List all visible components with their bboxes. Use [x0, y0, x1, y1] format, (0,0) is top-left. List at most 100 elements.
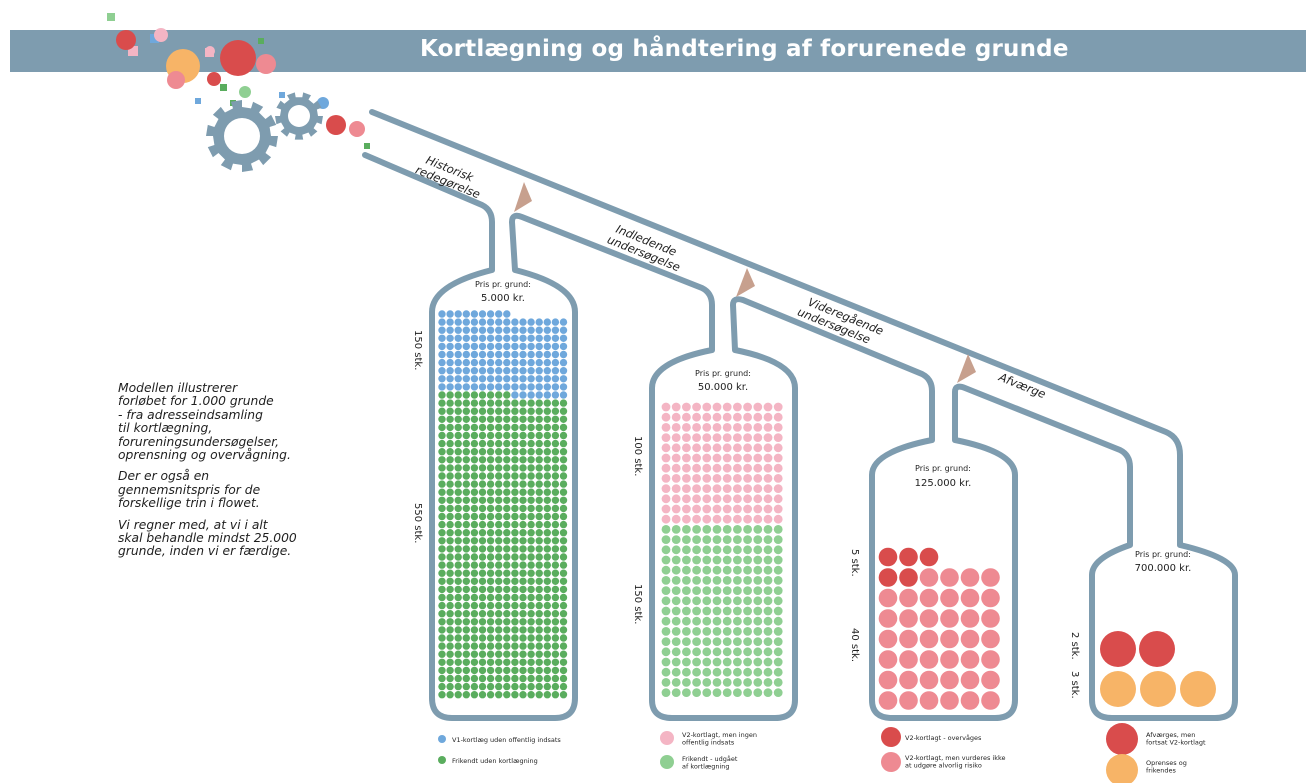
v1-dot	[519, 350, 527, 359]
udgaaet-dot	[682, 576, 691, 585]
udgaaet-dot	[753, 576, 763, 585]
frikendt-dot	[511, 448, 519, 456]
frikendt-dot	[486, 658, 495, 666]
legend-label-line: offentlig indsats	[682, 739, 735, 747]
frikendt-dot	[486, 634, 495, 642]
v1-dot	[470, 383, 479, 391]
v1-dot	[511, 350, 519, 359]
ikke-risiko-dot	[960, 629, 980, 649]
frikendt-dot	[438, 682, 446, 691]
frikendt-dot	[543, 520, 551, 529]
frikendt-dot	[462, 682, 470, 691]
udgaaet-dot	[773, 688, 783, 697]
frikendt-dot	[454, 448, 462, 456]
frikendt-dot	[559, 642, 568, 650]
v1-dot	[543, 326, 551, 334]
udgaaet-dot	[743, 637, 752, 646]
frikendt-dot	[438, 601, 446, 610]
frikendt-dot	[438, 569, 446, 577]
frikendt-dot	[462, 464, 470, 472]
frikendt-dot	[438, 593, 446, 602]
gear-hole	[288, 105, 310, 127]
frikendt-dot	[470, 585, 479, 594]
frikendt-dot	[454, 691, 462, 699]
udgaaet-dot	[733, 667, 742, 677]
v2-dot	[682, 402, 691, 412]
v2-dot	[722, 443, 732, 453]
v2-dot	[733, 402, 742, 412]
frikendt-dot	[462, 456, 470, 464]
frikendt-dot	[438, 691, 446, 699]
udgaaet-dot	[712, 586, 722, 595]
legend-swatch	[1106, 754, 1138, 783]
frikendt-dot	[559, 610, 568, 618]
udgaaet-dot	[682, 688, 691, 697]
frikendt-dot	[486, 431, 495, 440]
frikendt-dot	[446, 682, 454, 691]
udgaaet-dot	[692, 535, 701, 544]
frikendt-dot	[478, 610, 487, 618]
frikendt-dot	[535, 682, 543, 691]
v2-dot	[763, 484, 773, 493]
overvaages-dot	[899, 568, 918, 587]
bottle-2	[649, 304, 798, 721]
frikendt-dot	[470, 431, 479, 440]
frikendt-dot	[559, 415, 568, 423]
frikendt-dot	[486, 472, 495, 480]
frikendt-dot	[559, 423, 568, 432]
frikendt-dot	[454, 674, 462, 683]
frikendt-dot	[478, 415, 487, 423]
udgaaet-dot	[692, 565, 701, 575]
v1-dot	[486, 326, 495, 334]
bottle-4-dots	[1100, 631, 1216, 707]
frikendt-dot	[486, 553, 495, 561]
frikendt-dot	[478, 431, 487, 440]
frikendt-dot	[478, 666, 487, 675]
udgaaet-dot	[682, 565, 691, 575]
udgaaet-dot	[733, 525, 742, 534]
udgaaet-dot	[773, 545, 783, 555]
frikendt-dot	[486, 407, 495, 415]
v1-dot	[438, 334, 446, 342]
price-value: 700.000 kr.	[1135, 563, 1192, 574]
v1-dot	[511, 326, 519, 334]
frikendt-dot	[535, 666, 543, 675]
udgaaet-dot	[661, 565, 671, 575]
frikendt-dot	[438, 634, 446, 642]
frikendt-dot	[446, 407, 454, 415]
v2-dot	[692, 514, 701, 524]
frikendt-dot	[559, 674, 568, 683]
frikendt-dot	[495, 464, 503, 472]
frikendt-dot	[486, 577, 495, 585]
v2-dot	[753, 423, 763, 432]
frikendt-dot	[470, 626, 479, 634]
v1-dot	[438, 350, 446, 359]
ikke-risiko-dot	[919, 670, 939, 690]
frikendt-dot	[446, 439, 454, 448]
frikendt-dot	[495, 512, 503, 521]
ikke-risiko-dot	[899, 670, 918, 690]
v1-dot	[470, 375, 479, 383]
v1-dot	[559, 383, 568, 391]
v2-dot	[733, 423, 742, 432]
v1-dot	[551, 375, 560, 383]
v2-dot	[692, 504, 701, 514]
frikendt-dot	[446, 691, 454, 699]
frikendt-dot	[486, 618, 495, 626]
frikendt-dot	[446, 601, 454, 610]
frikendt-dot	[519, 537, 527, 545]
frikendt-dot	[543, 553, 551, 561]
frikendt-dot	[470, 577, 479, 585]
v2-dot	[702, 423, 712, 432]
v1-dot	[478, 383, 487, 391]
ikke-risiko-dot	[919, 588, 939, 608]
flow-pipes	[362, 109, 1183, 543]
v1-dot	[478, 318, 487, 326]
frikendt-dot	[470, 634, 479, 642]
frikendt-dot	[503, 488, 511, 496]
frikendt-dot	[543, 431, 551, 440]
frikendt-dot	[511, 407, 519, 415]
frikendt-dot	[503, 423, 511, 432]
udgaaet-dot	[671, 576, 681, 585]
